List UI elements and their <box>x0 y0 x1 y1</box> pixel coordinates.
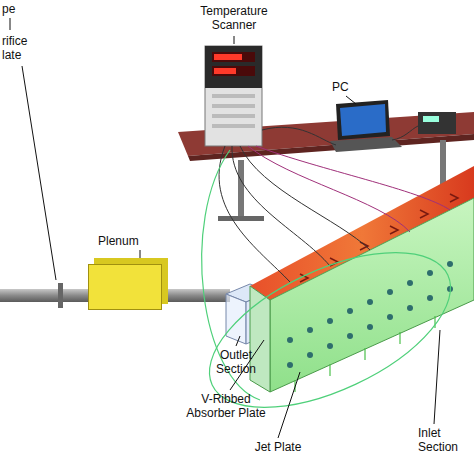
wires <box>219 126 450 282</box>
part-label: V-Ribbed Absorber Plate <box>180 392 272 420</box>
test-channel <box>250 166 474 392</box>
part-label: rifice late <box>2 34 40 62</box>
part-label: Inlet Section <box>418 426 470 454</box>
part-label: PC <box>332 80 356 94</box>
leader-lines <box>10 18 440 438</box>
part-label: Outlet Section <box>206 348 266 376</box>
temperature-scanner <box>205 46 262 146</box>
node-heading: Plenum <box>88 234 192 248</box>
laptop <box>330 100 402 152</box>
part-label: Jet Plate <box>248 440 308 454</box>
plenum-box: Plenum <box>88 234 192 310</box>
part-label: Temperature Scanner <box>192 4 276 32</box>
part-label: pe <box>2 2 32 16</box>
data-logger <box>418 112 456 134</box>
plenum-body <box>88 264 162 310</box>
